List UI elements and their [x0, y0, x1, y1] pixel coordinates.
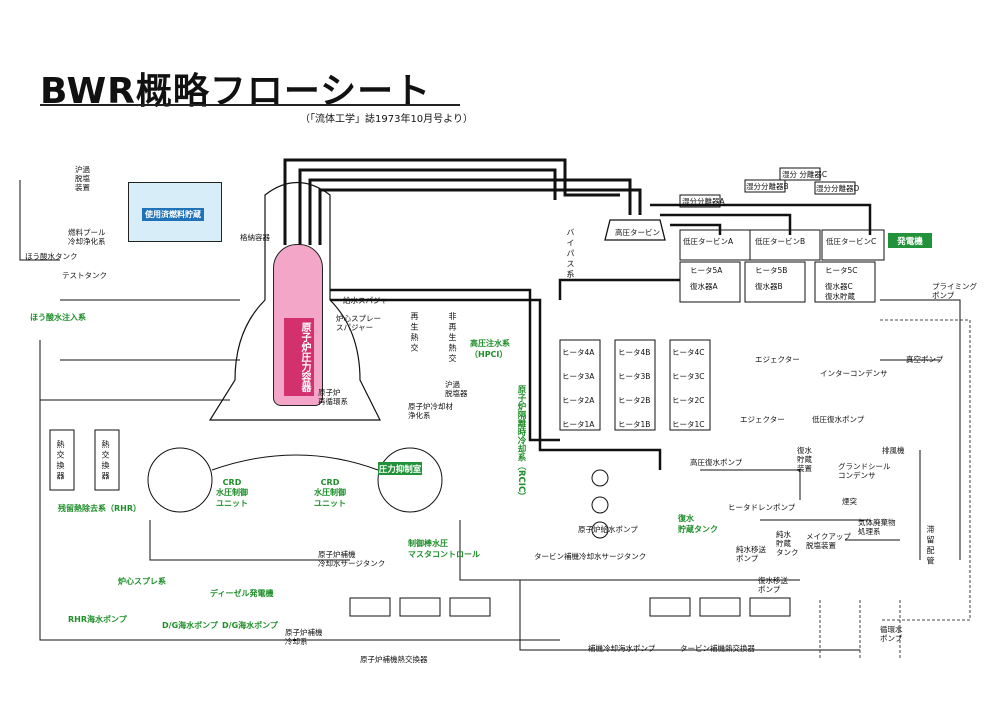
heater-2b-label: ヒータ2B: [618, 396, 651, 405]
cond-storage-tank-label: 復水 貯蔵タンク: [678, 514, 718, 534]
heater-drain-pump-label: ヒータドレンポンプ: [728, 503, 796, 512]
feedwater-pump-label: 原子炉給水ポンプ: [578, 525, 638, 534]
heater-4a-label: ヒータ4A: [562, 348, 595, 357]
rhr-hx2-label: 熱 交 換 器: [101, 440, 110, 480]
test-tank-label: テストタンク: [62, 271, 107, 280]
makeup-demin-label: メイクアップ 脱塩装置: [806, 532, 851, 550]
turbine-aux-hx-label: タービン補機熱交換器: [680, 644, 755, 653]
exhaust-fan-label: 排風機: [882, 446, 905, 455]
rcic-label: 原子炉隔離時冷却系（RCIC）: [516, 385, 526, 501]
lp-condensate-pump-label: 低圧復水ポンプ: [812, 415, 865, 424]
recirc-label: 原子炉 再循環系: [318, 388, 348, 406]
ejector2-label: エジェクター: [740, 415, 785, 424]
core-spray-sparger-label: 炉心スプレー スパジャー: [336, 314, 381, 332]
heater-3c-label: ヒータ3C: [672, 372, 705, 381]
condenser-b-label: 復水器B: [755, 282, 783, 291]
hp-turbine-label: 高圧タービン: [615, 228, 660, 237]
moisture-a-label: 湿分分離器A: [682, 197, 725, 206]
pool-cooling-label: 燃料プール 冷却浄化系: [68, 228, 106, 246]
boric-injection-label: ほう酸水注入系: [30, 313, 86, 322]
cond-transfer-pump-label: 復水移送 ポンプ: [758, 576, 788, 594]
lp-turbine-a-label: 低圧タービンA: [683, 237, 734, 246]
priming-pump-label: プライミング ポンプ: [932, 282, 977, 300]
crd-drive-control-label: 制御棒水圧 マスタコントロール: [408, 539, 480, 559]
hpci-label: 高圧注水系 （HPCI）: [470, 339, 510, 359]
condensate-storage-label: 復水 貯蔵 装置: [797, 446, 812, 473]
moisture-c-label: 湿分 分離器C: [782, 170, 828, 179]
feedwater-sparger-label: 給水スパジャー: [343, 296, 396, 305]
bypass-label: バ イ パ ス 系: [566, 228, 575, 279]
filter-demin-label: 沪過 脱塩 装置: [75, 165, 90, 192]
rhr-seawater-label: RHR海水ポンプ: [68, 615, 127, 624]
aux-seawater-label: 補機冷却海水ポンプ: [588, 644, 656, 653]
vacuum-pump-label: 真空ポンプ: [906, 355, 944, 364]
moisture-b-label: 湿分分離器B: [746, 182, 789, 191]
crd-ctrl-label: CRD 水圧制御 ユニット: [314, 478, 346, 508]
heater-4b-label: ヒータ4B: [618, 348, 651, 357]
containment-label: 格納容器: [240, 233, 270, 242]
reactor-aux-hx-label: 原子炉補機熱交換器: [360, 655, 428, 664]
core-spray-label: 炉心スプレ系: [118, 577, 166, 586]
offgas-label: 気体廃棄物 処理系: [858, 518, 896, 536]
condenser-c-label: 復水器C: [825, 282, 853, 291]
heater-2c-label: ヒータ2C: [672, 396, 705, 405]
lp-turbine-b-label: 低圧タービンB: [755, 237, 806, 246]
surge-tank-label: 原子炉補機 冷却水サージタンク: [318, 550, 386, 568]
pure-water-tank-label: 純水 貯蔵 タンク: [776, 530, 799, 557]
inter-condenser-label: インターコンデンサ: [820, 369, 888, 378]
boric-tank-label: ほう酸水タンク: [25, 252, 78, 261]
reactor-aux-cooling-label: 原子炉補機 冷却系: [285, 628, 323, 646]
heater-4c-label: ヒータ4C: [672, 348, 705, 357]
heater-1a-label: ヒータ1A: [562, 420, 595, 429]
filter-demin2-label: 沪過 脱塩器: [445, 380, 468, 398]
circ-pump-label: 循環水 ポンプ: [880, 625, 903, 643]
dg-pump2-label: D/G海水ポンプ: [222, 621, 278, 630]
gland-seal-label: グランドシール コンデンサ: [838, 462, 891, 480]
nonregen-hx-label: 非 再 生 熱 交: [448, 312, 457, 363]
heater-5b-label: ヒータ5B: [755, 266, 788, 275]
pure-water-pump-label: 純水移送 ポンプ: [736, 545, 766, 563]
spent-fuel-pool-label: 使用済燃料貯蔵: [142, 208, 204, 221]
turbine-surge-label: タービン補機冷却水サージタンク: [534, 552, 647, 561]
holdup-label: 滞 留 配 管: [926, 525, 935, 565]
rhr-hx1-label: 熱 交 換 器: [56, 440, 65, 480]
heater-1b-label: ヒータ1B: [618, 420, 651, 429]
dg-pump1-label: D/G海水ポンプ: [162, 621, 218, 630]
heater-2a-label: ヒータ2A: [562, 396, 595, 405]
crd-unit-label: CRD 水圧制御 ユニット: [216, 478, 248, 508]
condenser-a-label: 復水器A: [690, 282, 718, 291]
diesel-label: ディーゼル発電機: [210, 589, 274, 598]
heater-3b-label: ヒータ3B: [618, 372, 651, 381]
ejector-label: エジェクター: [755, 355, 800, 364]
stack-label: 煙突: [842, 497, 857, 506]
generator-box: 発電機: [888, 233, 932, 248]
suppression-label: 圧力抑制室: [378, 462, 422, 475]
heater-3a-label: ヒータ3A: [562, 372, 595, 381]
heater-1c-label: ヒータ1C: [672, 420, 705, 429]
title-rule: [40, 104, 460, 106]
heater-5a-label: ヒータ5A: [690, 266, 723, 275]
condensate-demin-label: 復水貯蔵: [825, 292, 855, 301]
reactor-vessel-label: 原子炉圧力容器: [284, 318, 314, 396]
rhr-label: 残留熱除去系（RHR）: [58, 504, 142, 513]
regen-hx-label: 再 生 熱 交: [410, 312, 419, 352]
hp-condensate-pump-label: 高圧復水ポンプ: [690, 458, 743, 467]
source-note: （「流体工学」誌1973年10月号より）: [300, 114, 473, 125]
moisture-d-label: 湿分分離器D: [816, 184, 860, 193]
heater-5c-label: ヒータ5C: [825, 266, 858, 275]
lp-turbine-c-label: 低圧タービンC: [826, 237, 877, 246]
cleanup-label: 原子炉冷却材 浄化系: [408, 402, 453, 420]
